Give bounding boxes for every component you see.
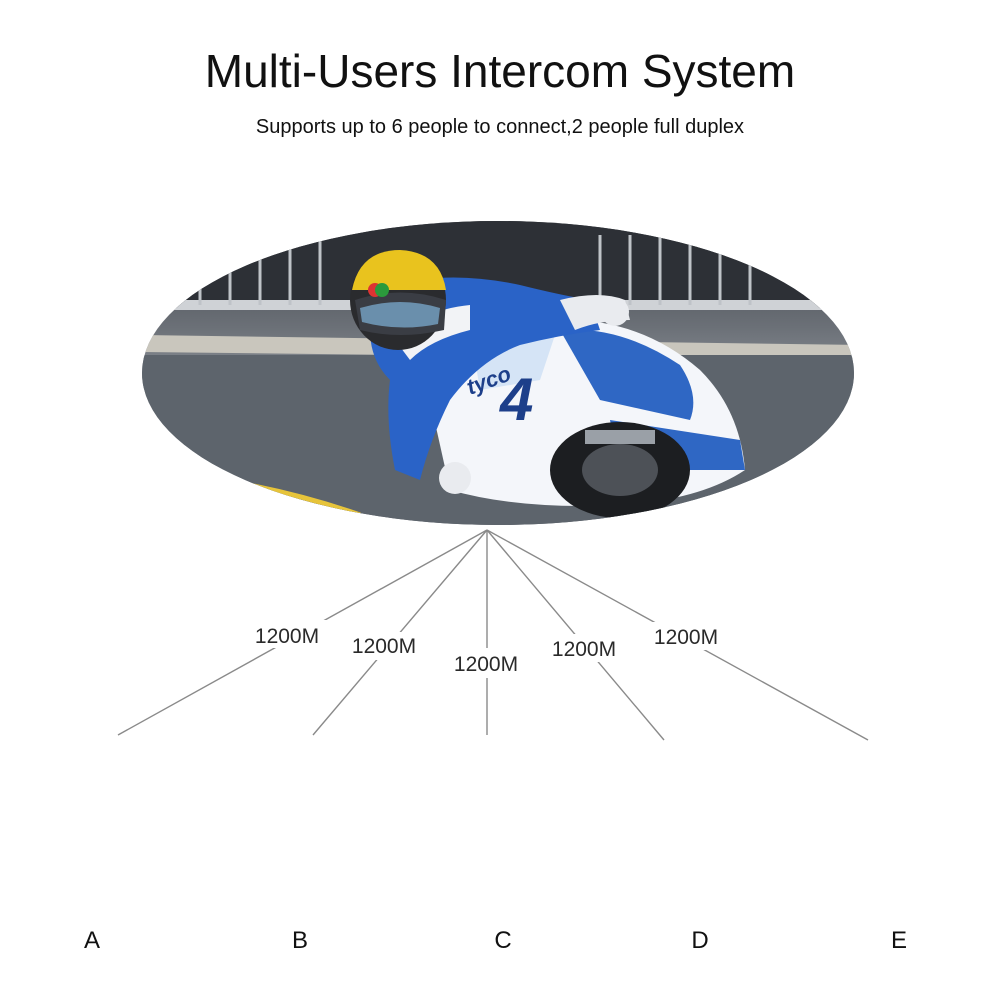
speed-label-a: 1200M xyxy=(255,625,319,648)
speed-label-b: 1200M xyxy=(352,635,416,658)
rider-d-photo xyxy=(605,730,795,923)
rider-e-photo xyxy=(805,730,995,923)
page-subtitle: Supports up to 6 people to connect,2 peo… xyxy=(255,116,745,138)
user-label-a: A xyxy=(84,927,100,954)
speed-label-e: 1200M xyxy=(654,626,718,649)
user-label-b: B xyxy=(292,927,308,954)
svg-text:4: 4 xyxy=(499,366,533,433)
user-label-e: E xyxy=(891,927,907,954)
user-label-c: C xyxy=(494,927,511,954)
connection-lines xyxy=(117,529,869,741)
rider-b-photo xyxy=(203,730,393,923)
speed-label-d: 1200M xyxy=(552,638,616,661)
page-title: Multi-Users Intercom System xyxy=(204,45,796,97)
user-label-d: D xyxy=(691,927,708,954)
rider-c-photo xyxy=(405,730,595,923)
rider-a-photo xyxy=(3,730,193,923)
main-rider-photo: 4 tyco xyxy=(142,221,854,525)
speed-label-c: 1200M xyxy=(454,653,518,676)
